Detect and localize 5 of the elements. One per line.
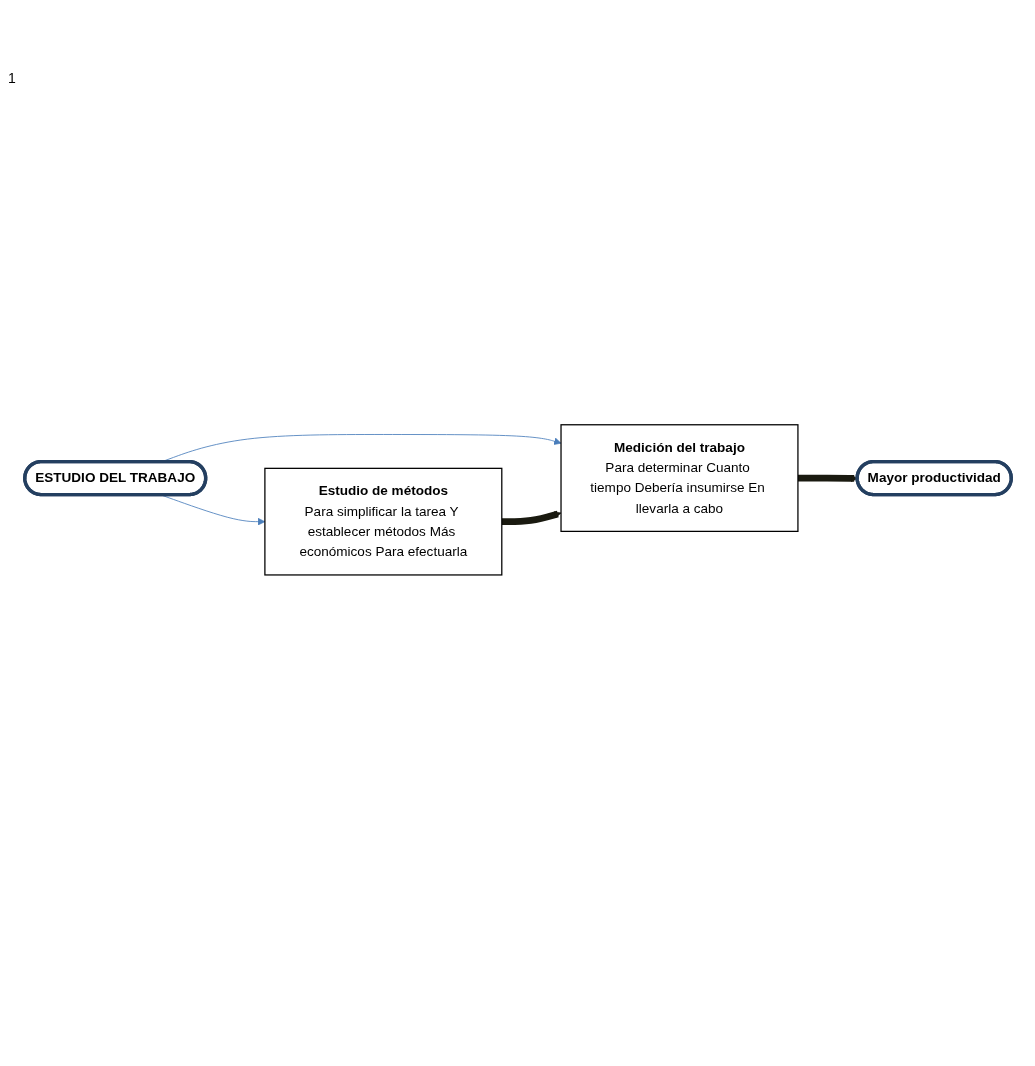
page-number: 1 (8, 70, 16, 86)
node-box: Estudio de métodos Para simplificar la tarea Y establecer métodos Más económicos Para efectuarla (263, 467, 502, 576)
node-box: Medición del trabajo Para determinar Cuanto tiempo Debería insumirse En llevarla a cabo (559, 424, 799, 533)
arrow (501, 510, 561, 526)
arrow (797, 474, 858, 483)
